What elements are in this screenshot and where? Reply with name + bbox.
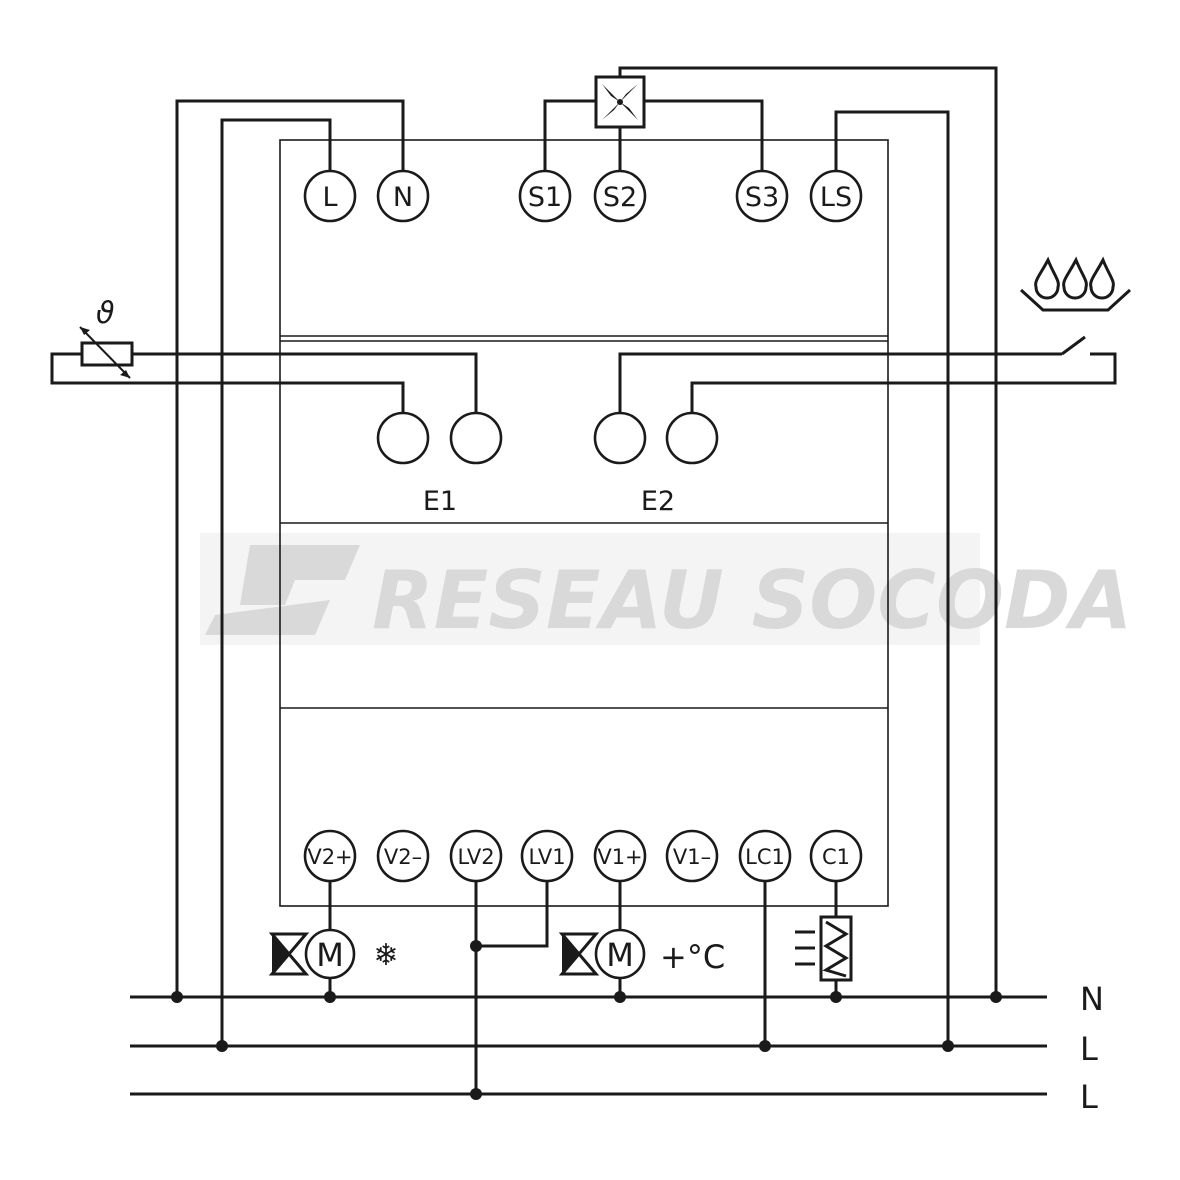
cooling-valve-icon: M ❄ bbox=[268, 928, 399, 980]
terminal-v1minus: V1– bbox=[665, 829, 719, 883]
terminal-v2plus-label: V2+ bbox=[307, 845, 352, 869]
temperature-sensor-icon: ϑ bbox=[79, 296, 134, 379]
supply-rails: N L L bbox=[130, 980, 1104, 1116]
watermark: RESEAU SOCODA bbox=[200, 533, 1132, 647]
terminal-s3-label: S3 bbox=[745, 182, 779, 213]
heating-label: +°C bbox=[660, 938, 725, 976]
motor-v1-label: M bbox=[606, 936, 634, 974]
device-housing bbox=[279, 139, 889, 907]
wires bbox=[50, 66, 1117, 1094]
fan-icon bbox=[594, 75, 646, 129]
terminal-ls-label: LS bbox=[820, 182, 852, 213]
terminal-lc1: LC1 bbox=[738, 829, 792, 883]
terminal-lv1-label: LV1 bbox=[528, 845, 565, 869]
terminal-v1plus: V1+ bbox=[593, 829, 647, 883]
input-e1-label: E1 bbox=[423, 486, 457, 517]
terminal-s2-label: S2 bbox=[603, 182, 637, 213]
terminal-c1-label: C1 bbox=[822, 845, 850, 869]
terminal-s1-label: S1 bbox=[528, 182, 562, 213]
heating-valve-icon: M +°C bbox=[558, 928, 725, 980]
terminal-lv1: LV1 bbox=[520, 829, 574, 883]
terminal-lv2-label: LV2 bbox=[457, 845, 494, 869]
terminal-v1minus-label: V1– bbox=[673, 845, 711, 869]
junction-dots bbox=[171, 940, 1002, 1100]
input-terminals: E1 E2 bbox=[376, 411, 719, 517]
terminal-e2-a bbox=[593, 411, 647, 465]
rail-n-label: N bbox=[1080, 980, 1104, 1018]
theta-label: ϑ bbox=[96, 296, 115, 331]
rail-l1-label: L bbox=[1080, 1030, 1098, 1068]
terminal-c1: C1 bbox=[809, 829, 863, 883]
rail-l2-label: L bbox=[1080, 1078, 1098, 1116]
snowflake-icon: ❄ bbox=[373, 938, 398, 973]
terminal-s1: S1 bbox=[518, 169, 572, 223]
terminal-n-label: N bbox=[393, 182, 413, 213]
terminal-l: L bbox=[303, 169, 357, 223]
terminal-v2minus: V2– bbox=[376, 829, 430, 883]
terminal-s3: S3 bbox=[735, 169, 789, 223]
terminal-lv2: LV2 bbox=[449, 829, 503, 883]
terminal-e1-a bbox=[376, 411, 430, 465]
terminal-e1-b bbox=[449, 411, 503, 465]
terminal-l-label: L bbox=[322, 182, 337, 213]
terminal-s2: S2 bbox=[593, 169, 647, 223]
terminal-v2plus: V2+ bbox=[303, 829, 357, 883]
terminal-lc1-label: LC1 bbox=[745, 845, 785, 869]
motor-v2-label: M bbox=[316, 936, 344, 974]
input-e2-label: E2 bbox=[641, 486, 675, 517]
terminal-ls: LS bbox=[809, 169, 863, 223]
terminal-e2-b bbox=[665, 411, 719, 465]
watermark-text: RESEAU SOCODA bbox=[372, 554, 1132, 647]
electric-heater-icon bbox=[795, 915, 853, 982]
terminal-v1plus-label: V1+ bbox=[597, 845, 642, 869]
terminal-n: N bbox=[376, 169, 430, 223]
terminal-v2minus-label: V2– bbox=[384, 845, 422, 869]
condensation-switch-icon bbox=[1019, 256, 1132, 356]
